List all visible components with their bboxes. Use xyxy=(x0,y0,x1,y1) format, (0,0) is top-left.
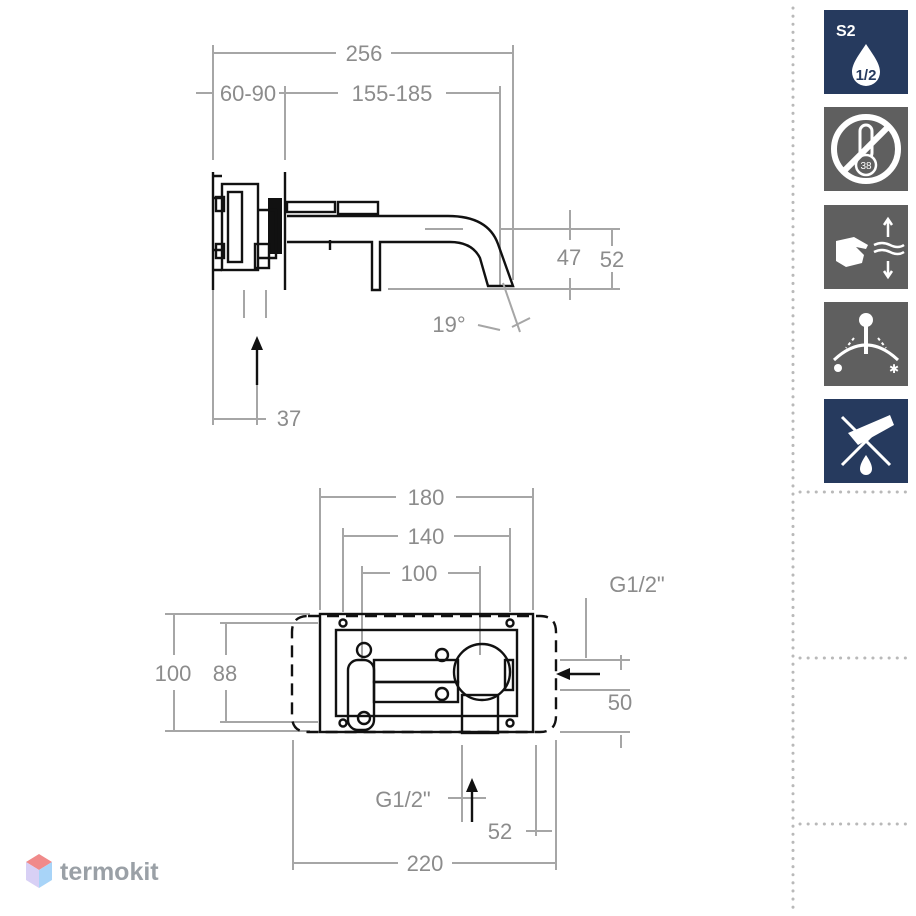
dim-side-inlet-offset: 50 xyxy=(608,690,632,715)
dim-bottom-inlet-offset: 52 xyxy=(488,819,512,844)
dim-spout-angle: 19° xyxy=(432,312,465,337)
dim-spout-height-inner: 47 xyxy=(557,245,581,270)
dim-housing-width: 220 xyxy=(407,851,444,876)
dim-side-inlet-thread: G1/2" xyxy=(609,572,665,597)
hot-cold-icon: ✱ xyxy=(824,302,908,386)
dim-height-inner: 88 xyxy=(213,661,237,686)
dim-bottom-inlet-thread: G1/2" xyxy=(375,787,431,812)
no-pull-out-icon xyxy=(824,399,908,483)
front-view xyxy=(165,488,630,870)
dim-plate-outer: 180 xyxy=(408,485,445,510)
side-view xyxy=(196,45,620,425)
dim-overall-width: 256 xyxy=(346,41,383,66)
dim-plate-inner: 140 xyxy=(408,524,445,549)
flow-rate-icon: S2 1/2 xyxy=(824,10,908,94)
brand-logo-icon xyxy=(26,854,52,888)
dim-spout-range: 155-185 xyxy=(352,81,433,106)
brand-name: termokit xyxy=(60,857,159,886)
dim-height-outer: 100 xyxy=(155,661,192,686)
flow-rate-value: 1/2 xyxy=(856,67,877,84)
thermostat-value: 38 xyxy=(860,161,872,172)
dim-hole-spacing: 100 xyxy=(401,561,438,586)
dim-spout-height-outer: 52 xyxy=(600,247,624,272)
flow-rate-label: S2 xyxy=(836,23,856,40)
no-thermostat-icon: 38 xyxy=(824,107,908,191)
hand-water-icon xyxy=(824,205,908,289)
dim-body-range: 60-90 xyxy=(220,81,276,106)
dim-inlet-offset: 37 xyxy=(277,406,301,431)
brand-logo: termokit xyxy=(24,850,159,894)
svg-text:✱: ✱ xyxy=(889,362,899,376)
